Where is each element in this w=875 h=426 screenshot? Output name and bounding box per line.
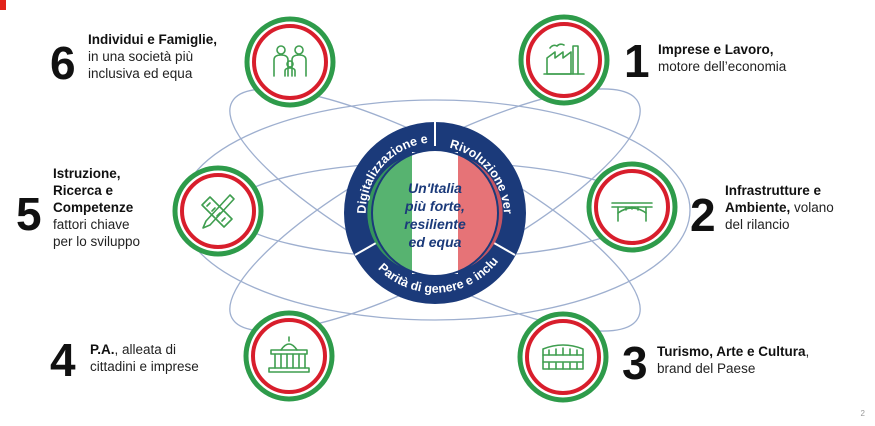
center-line-2: più forte, [404, 198, 465, 214]
family-icon [273, 45, 307, 77]
mission-1-number: 1 [624, 35, 650, 87]
mission-4-desc: cittadini e imprese [90, 359, 199, 374]
mission-1-title: Imprese e Lavoro, [658, 42, 774, 57]
factory-icon [543, 43, 585, 75]
mission-4-label: P.A., alleata di cittadini e imprese [90, 341, 199, 375]
mission-2-title-line-2: Ambiente, [725, 200, 791, 215]
mission-6-circle [244, 16, 336, 108]
mission-5-label: Istruzione, Ricerca e Competenze fattori… [53, 165, 140, 250]
mission-nodes [172, 14, 678, 403]
ruler-pencil-icon [201, 194, 235, 229]
mission-2-desc: del rilancio [725, 217, 790, 232]
mission-5-title-line-1: Istruzione, [53, 166, 121, 181]
bridge-icon [611, 202, 653, 222]
mission-3-desc: brand del Paese [657, 361, 756, 376]
mission-2-label: Infrastrutture e Ambiente, volano del ri… [725, 182, 834, 233]
page-number: 2 [860, 409, 865, 418]
colosseum-icon [542, 344, 584, 370]
mission-6-desc-line-2: inclusiva ed equa [88, 66, 193, 81]
mission-5-title-line-2: Ricerca e [53, 183, 114, 198]
mission-4-title: P.A. [90, 342, 115, 357]
mission-5-title-line-3: Competenze [53, 200, 134, 215]
mission-5-desc-line-1: fattori chiave [53, 217, 130, 232]
mission-6-desc-line-1: in una società più [88, 49, 194, 64]
mission-2-circle [586, 161, 678, 253]
mission-3-label: Turismo, Arte e Cultura, brand del Paese [657, 343, 809, 377]
mission-5-number: 5 [16, 188, 42, 240]
government-building-icon [268, 336, 310, 373]
mission-1-desc: motore dell’economia [658, 59, 787, 74]
mission-3-title-suffix: , [805, 344, 810, 359]
center-line-3: resiliente [404, 216, 466, 232]
mission-2-inline: volano [790, 200, 834, 215]
mission-6-label: Individui e Famiglie, in una società più… [88, 31, 217, 82]
mission-2-number: 2 [690, 189, 716, 241]
mission-2-title-line-1: Infrastrutture e [725, 183, 822, 198]
mission-4-number: 4 [50, 334, 76, 386]
mission-1-label: Imprese e Lavoro, motore dell’economia [658, 41, 786, 75]
center-line-1: Un'Italia [408, 180, 462, 196]
mission-3-circle [517, 311, 609, 403]
mission-4-circle [243, 310, 335, 402]
center-line-4: ed equa [409, 234, 462, 250]
mission-4-inline: , alleata di [114, 342, 177, 357]
mission-6-title: Individui e Famiglie, [88, 32, 218, 47]
mission-1-circle [518, 14, 610, 106]
brand-corner-mark [0, 0, 6, 10]
mission-6-number: 6 [50, 37, 76, 89]
mission-5-desc-line-2: per lo sviluppo [53, 234, 141, 249]
mission-3-title: Turismo, Arte e Cultura [657, 344, 806, 359]
mission-5-circle [172, 165, 264, 257]
mission-3-number: 3 [622, 337, 648, 389]
